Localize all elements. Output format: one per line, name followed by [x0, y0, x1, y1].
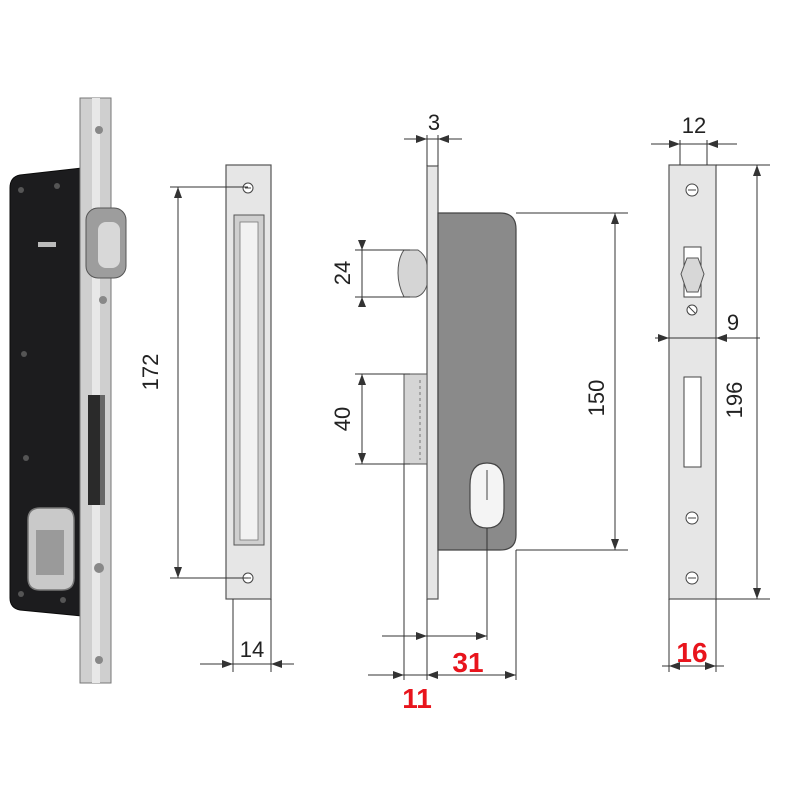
dim-label-40: 40 — [330, 407, 355, 431]
latch-side — [397, 249, 428, 298]
dimension-150: 150 — [516, 212, 628, 551]
dim-label-150: 150 — [584, 380, 609, 417]
faceplate-front-view: 172 14 — [138, 164, 294, 672]
dim-label-196: 196 — [722, 382, 747, 419]
dimension-14: 14 — [200, 599, 294, 672]
strike-plate-view: 12 9 196 16 — [651, 113, 770, 672]
dim-label-11: 11 — [402, 683, 432, 714]
dim-label-172: 172 — [138, 354, 163, 391]
dimension-9: 9 — [655, 310, 760, 342]
dim-label-3: 3 — [428, 110, 440, 135]
dim-label-16: 16 — [676, 637, 707, 668]
dim-label-9: 9 — [727, 310, 739, 335]
strike-bolt-opening — [683, 376, 702, 468]
dimension-11-31: 11 31 — [368, 464, 517, 714]
dimension-24: 24 — [330, 240, 410, 307]
dimension-196: 196 — [716, 164, 770, 600]
lock-side-view: 3 24 40 150 — [330, 110, 628, 714]
dimension-40: 40 — [330, 373, 410, 465]
dimension-16: 16 — [662, 599, 724, 672]
dim-label-14: 14 — [240, 637, 264, 662]
dimension-3: 3 — [404, 110, 462, 166]
dim-label-12: 12 — [682, 113, 706, 138]
bolt-slot-photo — [88, 395, 100, 505]
lock-body-photo — [9, 167, 97, 617]
dimension-172: 172 — [138, 186, 248, 579]
bolt-side — [403, 373, 428, 465]
lock-photo — [9, 97, 127, 684]
dimension-12: 12 — [651, 113, 737, 165]
dim-label-24: 24 — [330, 261, 355, 285]
dim-label-31: 31 — [452, 647, 483, 678]
side-faceplate — [426, 165, 439, 600]
